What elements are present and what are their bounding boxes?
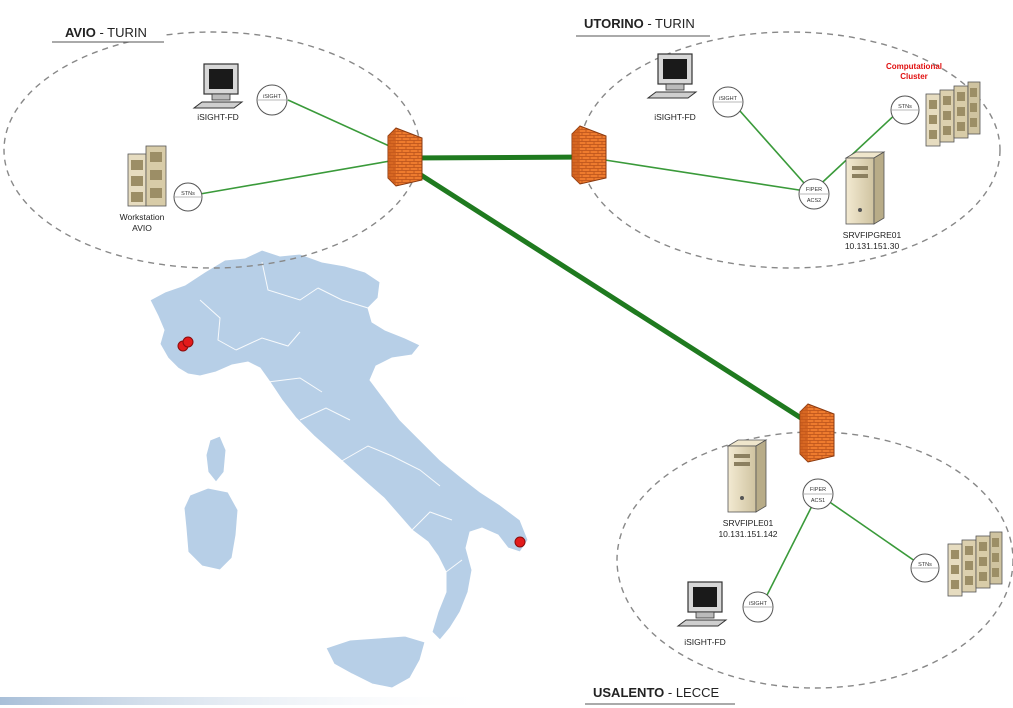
turin-marker-2 <box>182 336 194 348</box>
cluster-rack-icon <box>925 81 981 147</box>
svg-text:STNs: STNs <box>918 562 932 568</box>
italy-map <box>149 249 529 689</box>
svg-text:FIPER: FIPER <box>806 187 822 193</box>
svg-text:UTORINO - TURIN: UTORINO - TURIN <box>584 16 695 31</box>
svg-text:STNs: STNs <box>898 104 912 110</box>
srvfiple01-ip: 10.131.151.142 <box>718 529 777 539</box>
svg-text:FIPER: FIPER <box>810 487 826 493</box>
stn-badge: STNs <box>173 182 203 212</box>
workstation-pc-icon <box>192 63 244 109</box>
link-avio-stn <box>199 159 397 195</box>
link-utorino-stn-fiper <box>811 109 901 193</box>
isight-badge: iSIGHT <box>742 591 774 623</box>
avio-workstation-label-1: Workstation <box>120 212 165 222</box>
lecce-marker <box>514 536 526 548</box>
backbone-avio-usalento <box>408 165 814 428</box>
region-borders <box>199 261 463 573</box>
bottom-fade-bar <box>0 697 500 705</box>
link-utorino-isight-fiper <box>731 101 813 193</box>
workstation-pc-icon <box>646 53 698 99</box>
avio-workstation-label-2: AVIO <box>132 223 152 233</box>
svg-text:STNs: STNs <box>181 191 195 197</box>
usalento-site-boundary <box>616 431 1013 689</box>
computational-cluster-label-1: Computational <box>886 62 942 71</box>
firewall-icon <box>387 127 423 187</box>
backbone-avio-utorino <box>404 154 591 161</box>
network-links <box>199 99 926 606</box>
svg-text:iSIGHT: iSIGHT <box>719 96 738 102</box>
sardinia <box>183 487 239 571</box>
workstation-pc-icon <box>676 581 728 627</box>
stn-badge: STNs <box>890 95 920 125</box>
link-avio-isight <box>287 99 399 151</box>
server-tower-icon <box>726 439 768 513</box>
isight-badge: iSIGHT <box>712 86 744 118</box>
firewall-icon <box>799 403 835 463</box>
computational-cluster-label-2: Cluster <box>900 72 928 81</box>
srvfipgre01-name: SRVFIPGRE01 <box>843 230 902 240</box>
srvfipgre01-ip: 10.131.151.30 <box>845 241 900 251</box>
utorino-site-boundary <box>579 31 1001 269</box>
italy-mainland <box>149 249 529 641</box>
utorino-isight-fd-label: iSIGHT-FD <box>654 112 696 122</box>
cluster-rack-icon <box>947 531 1003 597</box>
avio-isight-fd-label: iSIGHT-FD <box>197 112 239 122</box>
isight-badge: iSIGHT <box>256 84 288 116</box>
site-markers <box>177 336 526 548</box>
utorino-site-title: UTORINO - TURIN <box>576 12 710 37</box>
corsica <box>205 435 227 483</box>
server-rack-icon <box>127 145 167 207</box>
svg-text:AVIO - TURIN: AVIO - TURIN <box>65 25 147 40</box>
srvfiple01-name: SRVFIPLE01 <box>723 518 774 528</box>
svg-text:ACS2: ACS2 <box>807 198 821 204</box>
usalento-site-title: USALENTO - LECCE <box>585 682 735 705</box>
svg-text:iSIGHT: iSIGHT <box>263 94 282 100</box>
usalento-isight-fd-label: iSIGHT-FD <box>684 637 726 647</box>
fiper-acs1-badge: FIPER ACS1 <box>802 478 834 510</box>
link-usalento-fiper-isight <box>761 493 819 606</box>
server-tower-icon <box>844 151 886 225</box>
link-usalento-fiper-stn <box>817 493 926 569</box>
svg-text:iSIGHT: iSIGHT <box>749 601 768 607</box>
svg-text:ACS1: ACS1 <box>811 498 825 504</box>
fiper-acs2-badge: FIPER ACS2 <box>798 178 830 210</box>
sicily <box>325 635 426 689</box>
avio-site-title: AVIO - TURIN <box>52 22 164 43</box>
firewall-icon <box>571 125 607 185</box>
link-utorino-fw-fiper <box>604 159 813 193</box>
svg-text:USALENTO - LECCE: USALENTO - LECCE <box>593 685 719 700</box>
stn-badge: STNs <box>910 553 940 583</box>
